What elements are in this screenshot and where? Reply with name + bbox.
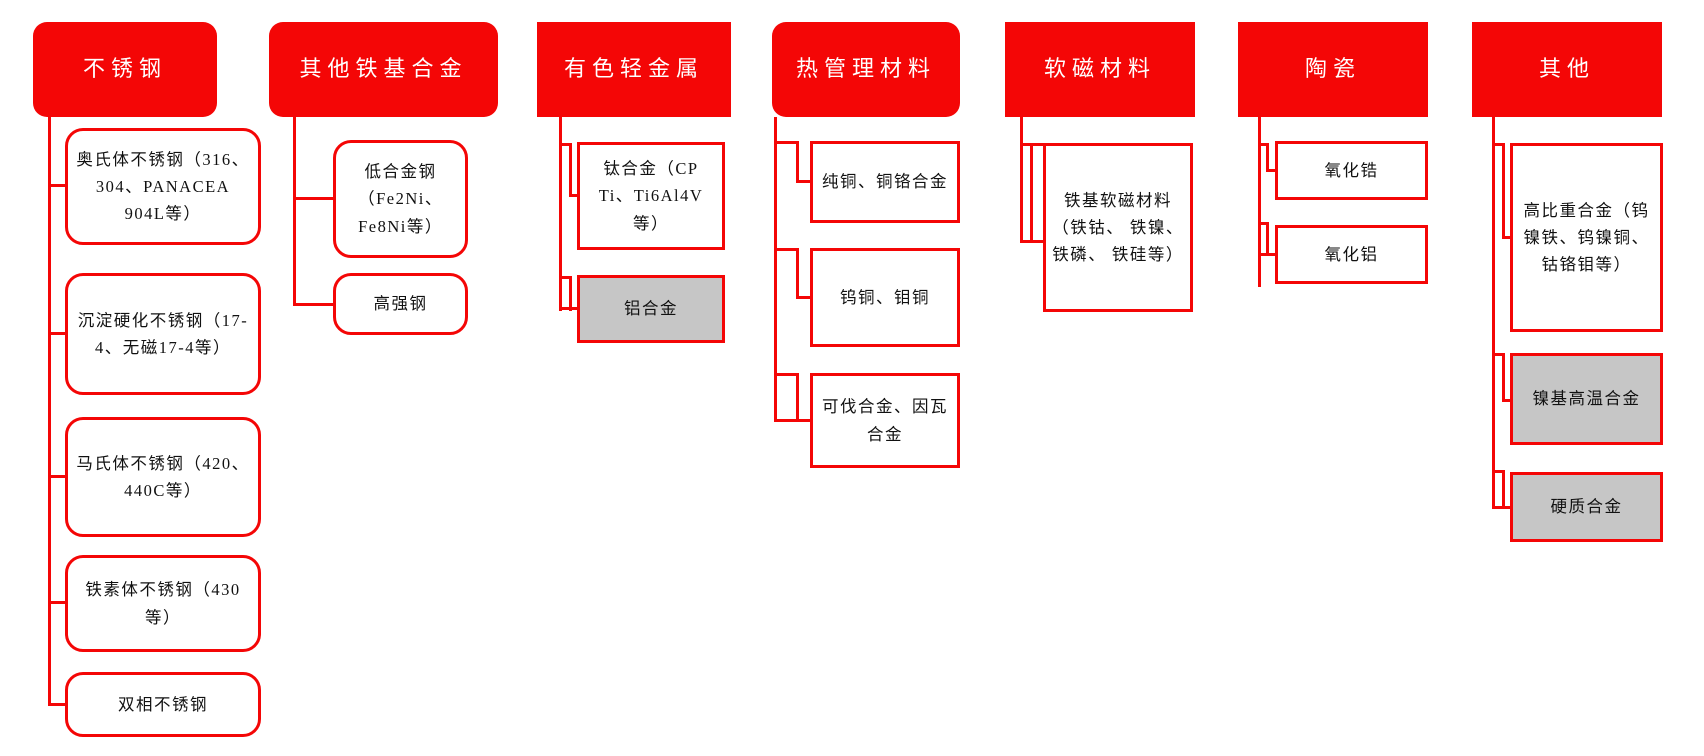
box-label: 钨铜、钼铜 <box>840 287 930 307</box>
header-non-ferrous-light-metals: 有色轻金属 <box>537 22 731 117</box>
connector-trunk-4 <box>774 117 777 422</box>
box-label: 铁基软磁材料（铁钴、 铁镍、 铁磷、 铁硅等） <box>1052 190 1184 265</box>
connector-trunk-1 <box>48 117 51 706</box>
connector-stub <box>774 419 810 422</box>
box-precipitation-hardening-stainless-steel: 沉淀硬化不锈钢（17-4、无磁17-4等） <box>65 273 261 395</box>
header-label: 热管理材料 <box>795 56 936 82</box>
connector-trunk-7 <box>1492 117 1495 509</box>
header-ceramics: 陶瓷 <box>1238 22 1428 117</box>
box-label: 马氏体不锈钢（420、440C等） <box>76 453 250 500</box>
box-label: 铁素体不锈钢（430等） <box>85 580 241 627</box>
connector-stub <box>48 703 65 706</box>
header-other-iron-based-alloys: 其他铁基合金 <box>269 22 498 117</box>
box-tungsten-copper-moly-copper: 钨铜、钼铜 <box>810 248 960 347</box>
header-label: 不锈钢 <box>82 56 167 82</box>
header-soft-magnetic-materials: 软磁材料 <box>1005 22 1195 117</box>
box-label: 钛合金（CP Ti、Ti6Al4V等） <box>598 159 704 233</box>
box-alumina: 氧化铝 <box>1275 225 1428 284</box>
box-low-alloy-steel: 低合金钢（Fe2Ni、Fe8Ni等） <box>333 140 468 258</box>
header-thermal-management-materials: 热管理材料 <box>772 22 960 117</box>
box-titanium-alloy: 钛合金（CP Ti、Ti6Al4V等） <box>577 142 725 250</box>
connector-stub <box>796 180 810 183</box>
connector-trunk-5 <box>1020 117 1023 243</box>
connector-feed <box>559 143 572 146</box>
connector-jog <box>1502 143 1505 239</box>
header-label: 陶瓷 <box>1304 56 1361 82</box>
box-label: 沉淀硬化不锈钢（17-4、无磁17-4等） <box>77 310 249 357</box>
box-label: 低合金钢（Fe2Ni、Fe8Ni等） <box>358 162 443 236</box>
connector-stub <box>48 332 65 335</box>
connector-feed <box>1492 143 1505 146</box>
box-ferritic-stainless-steel: 铁素体不锈钢（430等） <box>65 555 261 652</box>
box-high-density-alloy: 高比重合金（钨镍铁、钨镍铜、钴铬钼等） <box>1510 143 1663 332</box>
box-label: 镍基高温合金 <box>1532 389 1641 409</box>
header-label: 软磁材料 <box>1043 56 1156 82</box>
box-label: 铝合金 <box>624 299 678 319</box>
connector-jog <box>796 141 799 183</box>
header-label: 其他铁基合金 <box>299 56 468 82</box>
connector-feed <box>774 248 799 251</box>
connector-jog <box>1266 222 1269 256</box>
connector-stub <box>1258 253 1275 256</box>
box-label: 高比重合金（钨镍铁、钨镍铜、钴铬钼等） <box>1523 200 1650 275</box>
connector-feed <box>774 141 799 144</box>
box-label: 硬质合金 <box>1550 497 1623 517</box>
connector-stub <box>1266 169 1275 172</box>
connector-jog <box>796 373 799 422</box>
connector-feed <box>774 373 799 376</box>
connector-stub <box>293 197 333 200</box>
connector-stub <box>1502 236 1510 239</box>
box-label: 奥氏体不锈钢（316、304、PANACEA 904L等） <box>76 149 250 224</box>
box-zirconia: 氧化锆 <box>1275 141 1428 200</box>
box-iron-based-soft-magnetic: 铁基软磁材料（铁钴、 铁镍、 铁磷、 铁硅等） <box>1043 143 1193 312</box>
connector-trunk-2 <box>293 117 296 306</box>
connector-stub <box>293 303 333 306</box>
box-cemented-carbide: 硬质合金 <box>1510 472 1663 542</box>
connector-jog <box>1030 143 1033 243</box>
connector-stub <box>48 601 65 604</box>
header-others: 其他 <box>1472 22 1662 117</box>
box-austenitic-stainless-steel: 奥氏体不锈钢（316、304、PANACEA 904L等） <box>65 128 261 245</box>
connector-stub <box>1502 399 1510 402</box>
connector-feed <box>1492 353 1505 356</box>
box-label: 双相不锈钢 <box>118 694 208 714</box>
box-label: 高强钢 <box>373 294 428 314</box>
connector-trunk-6 <box>1258 117 1261 287</box>
connector-feed <box>1258 222 1269 225</box>
connector-jog <box>1502 353 1505 402</box>
connector-stub <box>48 184 65 187</box>
connector-jog <box>569 143 572 196</box>
connector-jog <box>569 276 572 311</box>
box-label: 纯铜、铜铬合金 <box>822 172 948 192</box>
box-kovar-invar-alloy: 可伐合金、因瓦合金 <box>810 373 960 468</box>
connector-stub <box>48 475 65 478</box>
box-label: 氧化锆 <box>1324 160 1379 180</box>
connector-feed <box>559 276 572 279</box>
box-label: 可伐合金、因瓦合金 <box>822 397 948 444</box>
connector-stub <box>1020 240 1043 243</box>
box-high-strength-steel: 高强钢 <box>333 273 468 335</box>
box-label: 氧化铝 <box>1324 244 1379 264</box>
box-martensitic-stainless-steel: 马氏体不锈钢（420、440C等） <box>65 417 261 537</box>
connector-stub <box>569 194 577 197</box>
connector-jog <box>796 248 799 299</box>
connector-jog <box>1266 143 1269 172</box>
connector-trunk-3 <box>559 117 562 311</box>
connector-jog <box>1502 470 1505 509</box>
box-aluminum-alloy: 铝合金 <box>577 275 725 343</box>
box-duplex-stainless-steel: 双相不锈钢 <box>65 672 261 737</box>
connector-stub <box>559 307 577 310</box>
box-nickel-superalloy: 镍基高温合金 <box>1510 353 1663 445</box>
box-pure-copper-copper-chromium: 纯铜、铜铬合金 <box>810 141 960 223</box>
header-stainless-steel: 不锈钢 <box>33 22 217 117</box>
connector-stub <box>796 296 810 299</box>
connector-feed <box>1258 143 1269 146</box>
connector-feed <box>1492 470 1505 473</box>
connector-stub <box>1492 506 1510 509</box>
header-label: 其他 <box>1538 56 1595 82</box>
header-label: 有色轻金属 <box>563 56 704 82</box>
